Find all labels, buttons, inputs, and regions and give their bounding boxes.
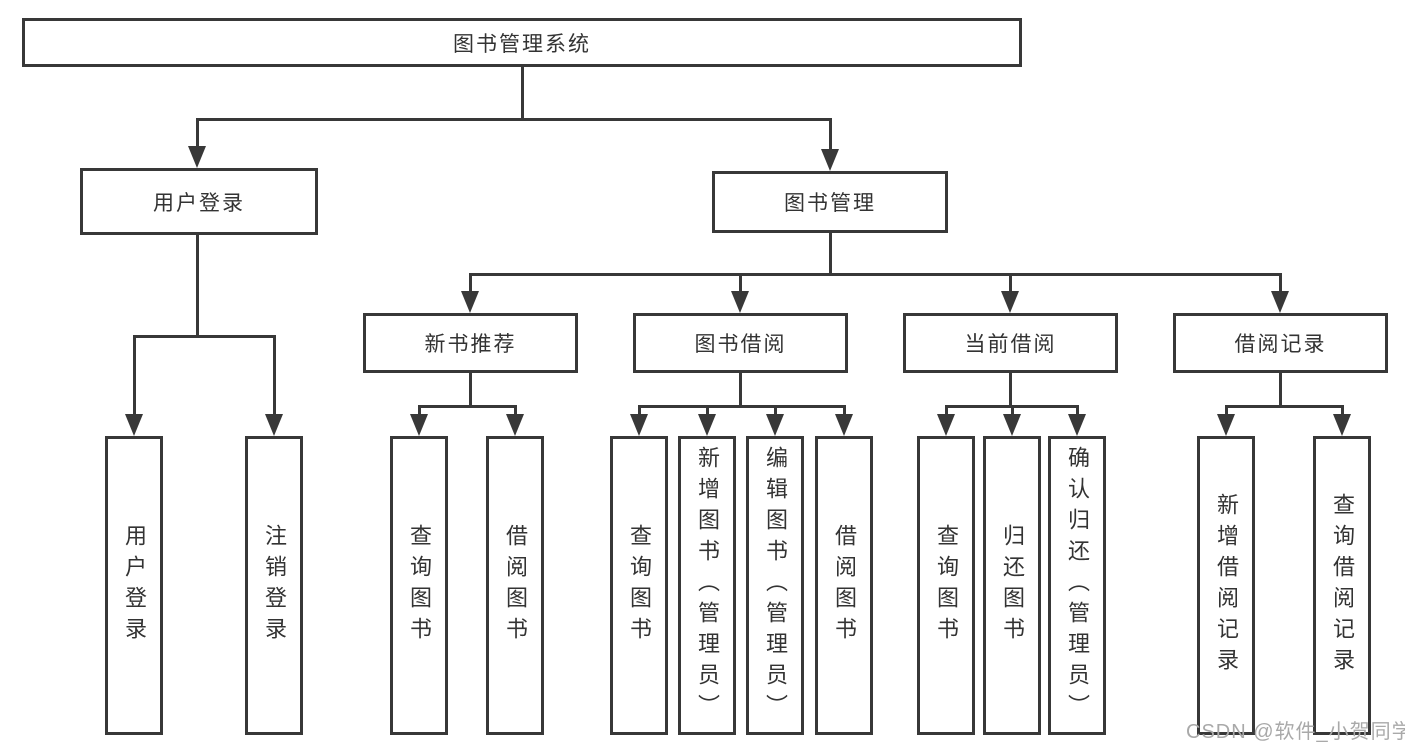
connector-drop-stem (1340, 405, 1344, 417)
node-root-label: 图书管理系统 (453, 32, 591, 56)
arrow-down-icon (188, 146, 206, 168)
connector-drop-stem (773, 405, 777, 417)
leaf-query-books-current-box: 查询图书 (917, 436, 975, 735)
leaf-confirm-return-admin-label: 确认归还（管理员） (1065, 446, 1090, 725)
node-new-book-recommend-label: 新书推荐 (424, 333, 517, 356)
connector-group-stem (738, 372, 742, 407)
connector-level1-rail (195, 118, 832, 121)
connector-drop-stem (195, 118, 199, 149)
leaf-return-book-label: 归还图书 (1000, 523, 1025, 648)
arrow-down-icon (630, 414, 648, 436)
node-new-book-recommend-box: 新书推荐 (363, 313, 578, 373)
connector-drop-stem (1224, 405, 1228, 417)
connector-group-stem (468, 372, 472, 407)
connector-drop-stem (513, 405, 517, 417)
leaf-query-books-current-label: 查询图书 (934, 523, 959, 648)
connector-drop-stem (828, 118, 832, 152)
node-book-management-label: 图书管理 (784, 192, 876, 215)
connector-drop-stem (1010, 405, 1014, 417)
connector-drop-stem (842, 405, 846, 417)
leaf-add-borrow-record-box: 新增借阅记录 (1197, 436, 1255, 735)
csdn-watermark: CSDN @软件_小贺同学 (1186, 721, 1405, 743)
arrow-down-icon (766, 414, 784, 436)
node-root-box: 图书管理系统 (22, 18, 1022, 67)
leaf-logout-box: 注销登录 (245, 436, 303, 735)
node-borrowing-records-label: 借阅记录 (1234, 333, 1327, 356)
leaf-confirm-return-admin-box: 确认归还（管理员） (1048, 436, 1106, 735)
arrow-down-icon (265, 414, 283, 436)
arrow-down-icon (410, 414, 428, 436)
leaf-query-books-recommend-box: 查询图书 (390, 436, 448, 735)
arrow-down-icon (698, 414, 716, 436)
leaf-query-books-borrowing-label: 查询图书 (627, 523, 652, 648)
connector-group-stem (1278, 372, 1282, 407)
arrow-down-icon (1001, 291, 1019, 313)
leaf-return-book-box: 归还图书 (983, 436, 1041, 735)
leaf-borrow-books-borrowing-box: 借阅图书 (815, 436, 873, 735)
connector-drop-stem (272, 335, 276, 417)
arrow-down-icon (937, 414, 955, 436)
connector-user-login-rail (132, 335, 276, 338)
connector-group-rail (417, 405, 517, 408)
connector-book-mgmt-stem (828, 232, 832, 275)
node-book-management-box: 图书管理 (712, 171, 948, 233)
connector-drop-stem (944, 405, 948, 417)
arrow-down-icon (731, 291, 749, 313)
arrow-down-icon (1003, 414, 1021, 436)
connector-drop-stem (132, 335, 136, 417)
leaf-borrow-books-recommend-box: 借阅图书 (486, 436, 544, 735)
node-current-borrowing-label: 当前借阅 (964, 333, 1057, 356)
connector-drop-stem (468, 273, 472, 294)
arrow-down-icon (1333, 414, 1351, 436)
connector-group-rail (1224, 405, 1343, 408)
leaf-add-book-admin-box: 新增图书（管理员） (678, 436, 736, 735)
node-book-borrowing-label: 图书借阅 (694, 333, 787, 356)
connector-drop-stem (637, 405, 641, 417)
leaf-query-borrow-record-label: 查询借阅记录 (1330, 492, 1355, 679)
connector-drop-stem (1008, 273, 1012, 294)
node-book-borrowing-box: 图书借阅 (633, 313, 848, 373)
connector-drop-stem (1075, 405, 1079, 417)
connector-root-stem (520, 66, 524, 119)
connector-drop-stem (1278, 273, 1282, 294)
connector-group-rail (637, 405, 845, 408)
leaf-query-books-borrowing-box: 查询图书 (610, 436, 668, 735)
leaf-logout-label: 注销登录 (262, 523, 287, 648)
leaf-add-book-admin-label: 新增图书（管理员） (695, 446, 720, 725)
arrow-down-icon (506, 414, 524, 436)
arrow-down-icon (1068, 414, 1086, 436)
node-current-borrowing-box: 当前借阅 (903, 313, 1118, 373)
arrow-down-icon (461, 291, 479, 313)
connector-level2-rail (468, 273, 1282, 276)
leaf-user-login-label: 用户登录 (122, 523, 147, 648)
node-user-login-box: 用户登录 (80, 168, 318, 235)
connector-drop-stem (417, 405, 421, 417)
node-user-login-label: 用户登录 (153, 191, 245, 215)
leaf-user-login-box: 用户登录 (105, 436, 163, 735)
arrow-down-icon (821, 149, 839, 171)
leaf-add-borrow-record-label: 新增借阅记录 (1214, 492, 1239, 679)
arrow-down-icon (1271, 291, 1289, 313)
leaf-query-borrow-record-box: 查询借阅记录 (1313, 436, 1371, 735)
connector-drop-stem (705, 405, 709, 417)
leaf-query-books-recommend-label: 查询图书 (407, 523, 432, 648)
leaf-edit-book-admin-label: 编辑图书（管理员） (763, 446, 788, 725)
arrow-down-icon (125, 414, 143, 436)
arrow-down-icon (1217, 414, 1235, 436)
leaf-edit-book-admin-box: 编辑图书（管理员） (746, 436, 804, 735)
connector-drop-stem (738, 273, 742, 294)
arrow-down-icon (835, 414, 853, 436)
connector-group-stem (1008, 372, 1012, 407)
node-borrowing-records-box: 借阅记录 (1173, 313, 1388, 373)
leaf-borrow-books-recommend-label: 借阅图书 (503, 523, 528, 648)
leaf-borrow-books-borrowing-label: 借阅图书 (832, 523, 857, 648)
connector-user-login-stem (195, 234, 199, 337)
